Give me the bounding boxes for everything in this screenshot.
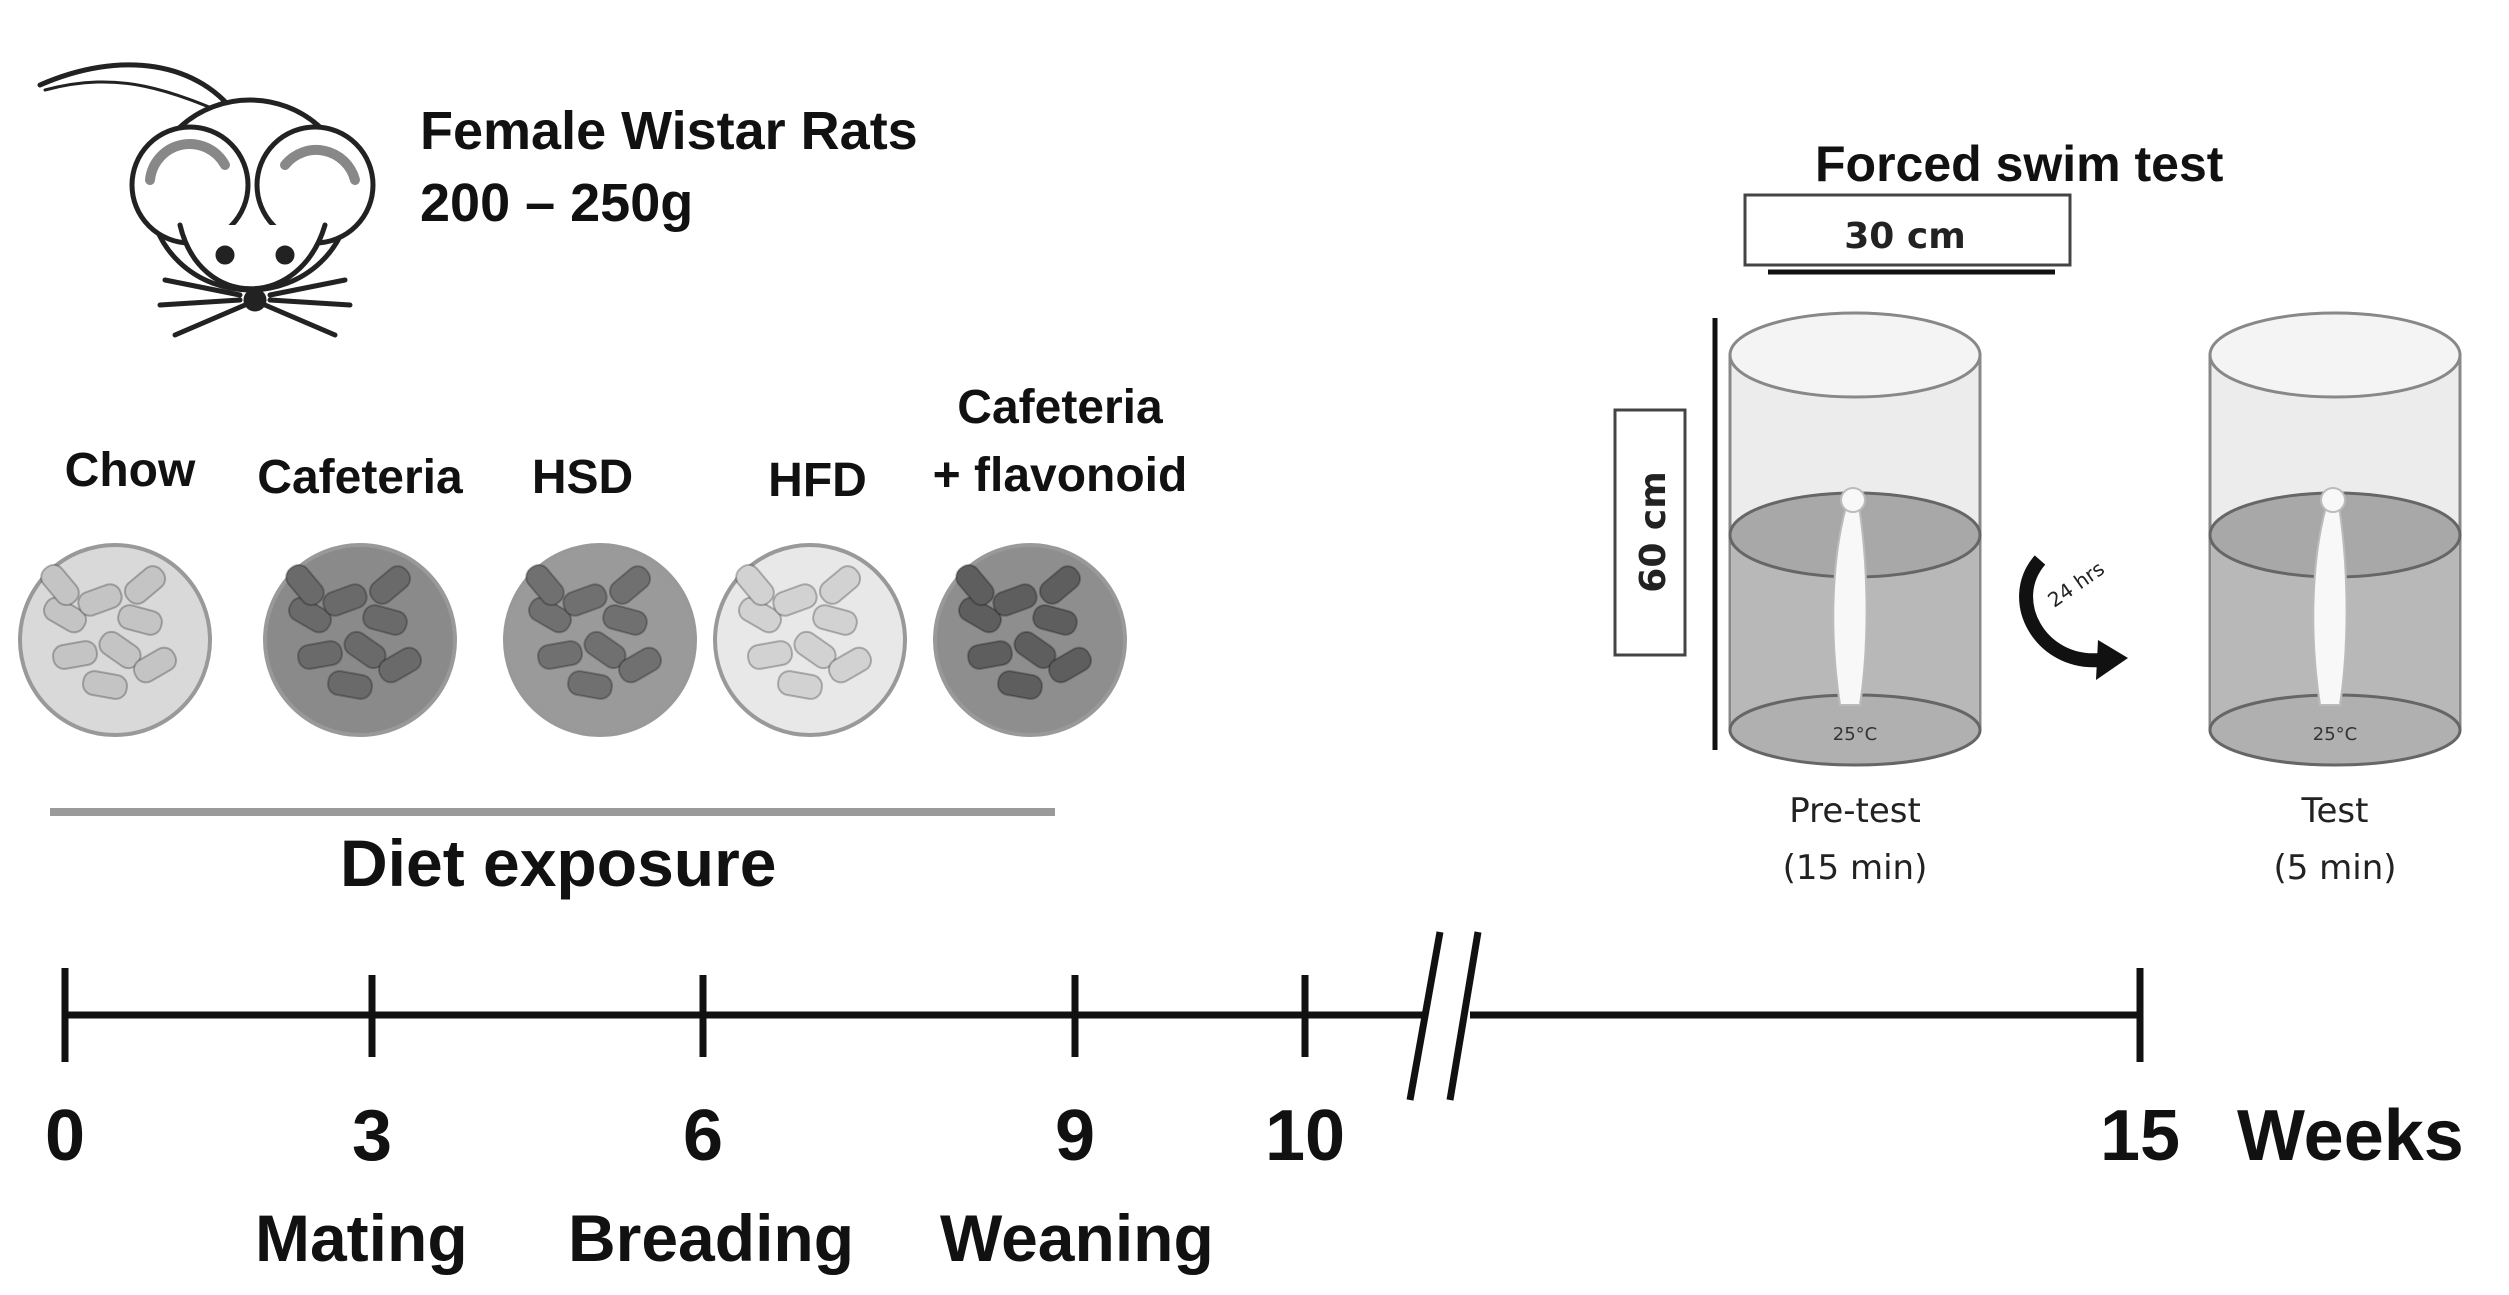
diet-label-hsd: HSD	[531, 451, 634, 504]
diet-label-hfd: HFD	[768, 454, 867, 507]
test-cylinder	[2208, 311, 2462, 767]
tick-label-15: 15	[2100, 1096, 2181, 1176]
test-temp-label: 25°C	[2313, 724, 2357, 745]
subject-line-1: Female Wistar Rats	[420, 101, 918, 161]
interval-label: 24 hrs	[2043, 556, 2108, 612]
forced-swim-title: Forced swim test	[1815, 136, 2224, 192]
forced-swim-apparatus: 30 cm 60 cm 24 hrs 25°C 25°C	[1613, 193, 2462, 767]
tick-label-6: 6	[683, 1096, 724, 1176]
diet-bowl-hfd	[713, 543, 907, 737]
diet-exposure-label: Diet exposure	[340, 826, 777, 900]
width-label: 30 cm	[1844, 216, 1965, 257]
pretest-caption-1: Pre-test	[1789, 791, 1921, 831]
tick-label-10: 10	[1265, 1096, 1346, 1176]
height-label: 60 cm	[1633, 471, 1674, 592]
tick-label-3: 3	[352, 1096, 393, 1176]
pretest-cylinder	[1728, 311, 1982, 767]
diet-label-cafeteria: Cafeteria	[257, 451, 463, 504]
pretest-caption-2: (15 min)	[1782, 848, 1928, 888]
diet-bowl-chow	[18, 543, 212, 737]
diet-bowl-hsd	[503, 543, 697, 737]
width-scale-box	[1743, 193, 2072, 267]
phase-weaning: Weaning	[940, 1201, 1214, 1275]
rat-icon	[37, 62, 376, 338]
test-caption-2: (5 min)	[2273, 848, 2397, 888]
diet-label-cafeteria-flavonoid-1: Cafeteria	[957, 381, 1163, 434]
phase-breading: Breading	[568, 1201, 855, 1275]
diet-bowl-cafeteria-flavonoid	[933, 543, 1127, 737]
axis-break	[1446, 931, 1482, 1101]
diet-bowl-cafeteria	[263, 543, 457, 737]
tick-label-0: 0	[45, 1096, 86, 1176]
phase-mating: Mating	[255, 1201, 468, 1275]
height-scale-box	[1613, 408, 1687, 657]
axis-break	[1406, 931, 1444, 1101]
timeline-unit: Weeks	[2237, 1096, 2464, 1176]
interval-arrow	[2019, 555, 2101, 668]
tick-label-9: 9	[1055, 1096, 1096, 1176]
diet-label-chow: Chow	[64, 444, 196, 497]
timeline	[61, 931, 2144, 1101]
subject-line-2: 200 – 250g	[420, 173, 694, 233]
pretest-temp-label: 25°C	[1833, 724, 1877, 745]
diet-bowls	[18, 543, 1127, 737]
diet-label-cafeteria-flavonoid-2: + flavonoid	[932, 449, 1188, 502]
test-caption-1: Test	[2301, 791, 2369, 831]
